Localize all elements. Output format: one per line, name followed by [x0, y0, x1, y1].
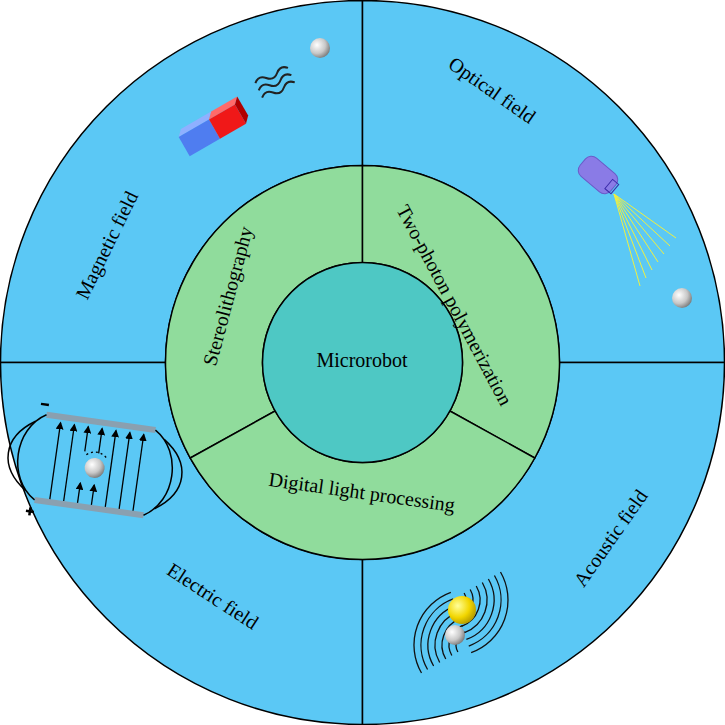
- sector-label: Magnetic field: [71, 188, 142, 303]
- sector-label: Acoustic field: [569, 486, 652, 591]
- sector-label: Microrobot: [316, 349, 407, 371]
- magnet: [176, 96, 251, 156]
- microrobot-ball: [310, 38, 330, 58]
- trap-ball: [448, 596, 476, 624]
- magnetic-waves: [254, 65, 296, 100]
- sector-label: Stereolithography: [199, 224, 257, 368]
- microrobot-ball: [672, 288, 692, 308]
- sector-label: Electric field: [163, 559, 262, 634]
- sector-label: Optical field: [445, 52, 540, 128]
- electric-field: [0, 400, 189, 535]
- acoustic-waves: [414, 572, 508, 673]
- sector-label: Digital light processing: [267, 468, 456, 516]
- microrobot-ball: [445, 625, 465, 645]
- sector-label: Two-photon polymerization: [393, 201, 517, 409]
- laser-beam: [614, 194, 676, 286]
- laser-source: [575, 153, 623, 198]
